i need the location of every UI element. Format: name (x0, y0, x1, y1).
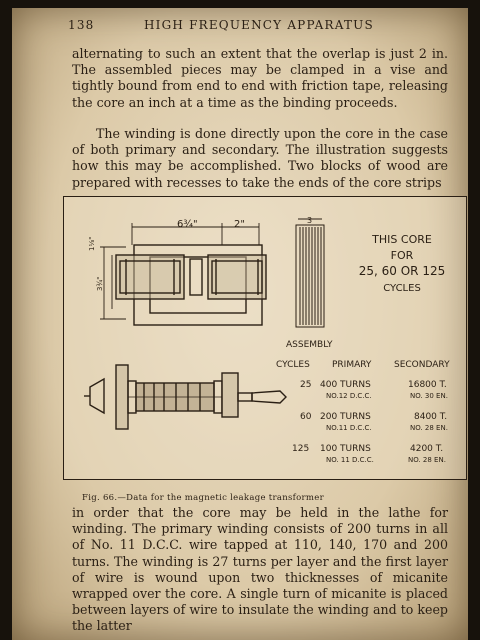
table-header-primary: PRIMARY (332, 360, 372, 370)
running-title: HIGH FREQUENCY APPARATUS (144, 18, 374, 32)
page-header: 138 HIGH FREQUENCY APPARATUS (12, 18, 468, 36)
page-number: 138 (68, 18, 95, 32)
row-1-primary: 400 TURNS (320, 380, 371, 390)
figure-caption: Fig. 66.—Data for the magnetic leakage t… (82, 493, 324, 503)
row-3-primary-wire: NO. 11 D.C.C. (326, 456, 374, 464)
paragraph-3: in order that the core may be held in th… (72, 505, 448, 634)
core-note-line4: CYCLES (383, 283, 421, 294)
dim-height-inner: 3¾" (96, 277, 104, 291)
left-dimension-lines (100, 246, 126, 320)
table-header-cycles: CYCLES (276, 360, 310, 370)
row-2-cycles: 60 (300, 412, 312, 422)
core-note-line1: THIS CORE (371, 233, 432, 246)
dim-strip-width: 3 (307, 216, 312, 225)
core-strip-stack (295, 218, 325, 328)
table-header-secondary: SECONDARY (394, 360, 450, 370)
transformer-drawing: 6¾" 2" 1⅛" 3¾" (84, 216, 450, 464)
winding-data-table: CYCLES PRIMARY SECONDARY 25 400 TURNS NO… (276, 360, 450, 464)
row-1-secondary-wire: NO. 30 EN. (410, 392, 448, 400)
row-3-secondary: 4200 T. (410, 444, 443, 454)
figure-66: 6¾" 2" 1⅛" 3¾" (63, 196, 467, 480)
paragraph-2: The winding is done directly upon the co… (72, 126, 448, 190)
paragraph-1: alternating to such an extent that the o… (72, 46, 448, 110)
core-note: THIS CORE FOR 25, 60 OR 125 CYCLES (359, 233, 445, 294)
dim-width-right: 2" (234, 219, 245, 230)
row-2-secondary-wire: NO. 28 EN. (410, 424, 448, 432)
dim-height-outer: 1⅛" (88, 237, 96, 251)
row-3-primary: 100 TURNS (320, 444, 371, 454)
dim-width-top: 6¾" (177, 219, 198, 230)
core-note-line3: 25, 60 OR 125 (359, 264, 445, 278)
row-1-cycles: 25 (300, 380, 311, 390)
row-2-secondary: 8400 T. (414, 412, 447, 422)
row-3-secondary-wire: NO. 28 EN. (408, 456, 446, 464)
row-1-secondary: 16800 T. (408, 380, 447, 390)
row-3-cycles: 125 (292, 444, 309, 454)
assembly-label: ASSEMBLY (286, 340, 333, 350)
row-2-primary: 200 TURNS (320, 412, 371, 422)
lathe-assembly-drawing (84, 364, 287, 430)
core-side-view (115, 244, 267, 326)
book-page: 138 HIGH FREQUENCY APPARATUS alternating… (12, 8, 468, 640)
top-dimension-lines (131, 223, 260, 245)
row-1-primary-wire: NO.12 D.C.C. (326, 392, 372, 400)
core-note-line2: FOR (391, 249, 414, 262)
row-2-primary-wire: NO.11 D.C.C. (326, 424, 372, 432)
